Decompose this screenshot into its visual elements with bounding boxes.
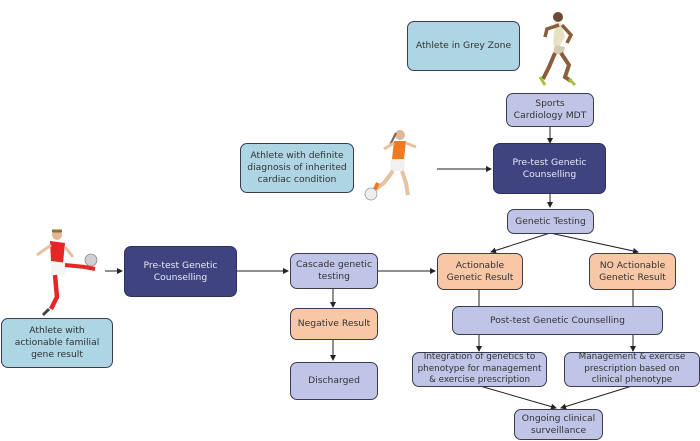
arrow-genetic-to-actionable [490, 232, 551, 254]
pretest-counselling-top-box: Pre-test Genetic Counselling [493, 143, 606, 194]
discharged-box: Discharged [290, 362, 378, 400]
negative-result-box: Negative Result [290, 308, 378, 340]
athlete-familial-gene-box: Athlete with actionable familial gene re… [1, 318, 113, 368]
genetic-testing-box: Genetic Testing [507, 209, 594, 234]
sprinter-figure-icon [538, 12, 577, 87]
cascade-testing-box: Cascade genetic testing [290, 253, 378, 289]
arrow-management-to-surveillance [560, 385, 633, 410]
surveillance-box: Ongoing clinical surveillance [514, 409, 603, 440]
integration-box: Integration of genetics to phenotype for… [412, 352, 547, 387]
female-footballer-figure-icon [364, 130, 417, 201]
athlete-grey-zone-box: Athlete in Grey Zone [407, 21, 520, 71]
no-actionable-result-box: NO Actionable Genetic Result [589, 253, 676, 290]
arrow-genetic-to-no-actionable [549, 232, 639, 254]
athlete-definite-diagnosis-box: Athlete with definite diagnosis of inher… [240, 143, 354, 193]
management-box: Management & exercise prescription based… [564, 352, 700, 387]
actionable-result-box: Actionable Genetic Result [437, 253, 523, 290]
posttest-counselling-box: Post-test Genetic Counselling [452, 306, 663, 335]
arrow-integration-to-surveillance [479, 385, 557, 410]
male-footballer-figure-icon [36, 229, 98, 317]
sports-cardiology-mdt-box: Sports Cardiology MDT [506, 93, 594, 127]
pretest-counselling-left-box: Pre-test Genetic Counselling [124, 246, 237, 297]
